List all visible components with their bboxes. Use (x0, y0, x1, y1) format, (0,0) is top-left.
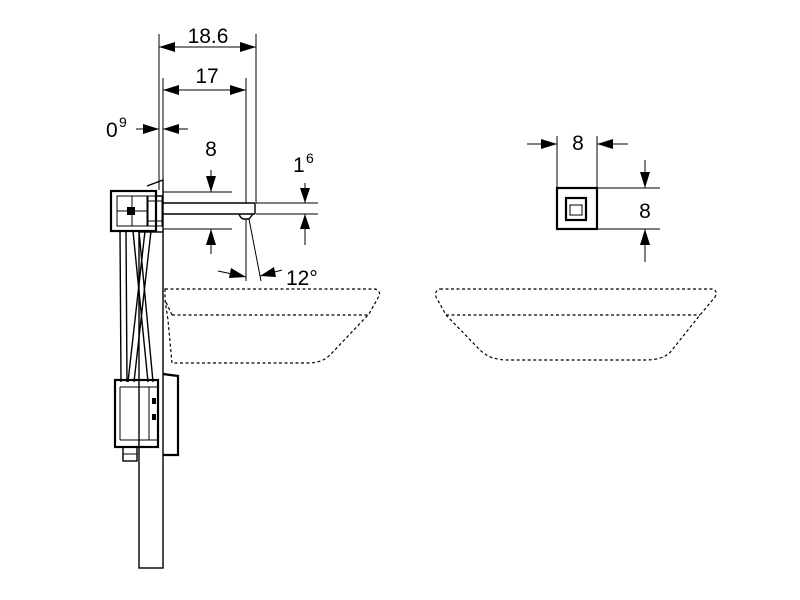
connection-cables (119, 230, 154, 383)
dimension-front-height: 8 (639, 160, 651, 262)
dim-front-width-label: 8 (572, 132, 584, 155)
front-view: 8 8 (434, 132, 717, 361)
dimension-angle: 12° (217, 267, 318, 290)
wall-mounting-box (109, 178, 164, 233)
front-extension-lines (556, 136, 660, 230)
dim-offset-superscript: 9 (119, 114, 127, 130)
extension-lines (158, 34, 318, 230)
dimension-outlet-height: 1 6 (293, 150, 314, 245)
dim-offset-label: 0 (106, 119, 118, 142)
dimension-total-depth: 18.6 (159, 25, 256, 52)
spout (163, 202, 262, 282)
dim-front-height-label: 8 (639, 200, 651, 223)
dimension-front-width: 8 (527, 132, 628, 155)
dim-total-depth-label: 18.6 (188, 25, 229, 48)
dim-outlet-label: 1 (293, 154, 305, 177)
dim-outlet-superscript: 6 (306, 150, 314, 166)
basin-outline (164, 288, 381, 364)
front-spout-square (555, 186, 599, 231)
control-unit-box (113, 372, 180, 462)
dim-spout-height-label: 8 (205, 138, 217, 161)
dim-spout-length-label: 17 (195, 65, 218, 88)
front-basin-outline (434, 288, 717, 361)
side-view: 18.6 17 0 9 8 (106, 25, 381, 569)
dim-angle-label: 12° (286, 267, 318, 290)
dimension-offset: 0 9 (106, 114, 188, 142)
dimension-spout-height: 8 (205, 138, 217, 254)
dimension-spout-length: 17 (163, 65, 246, 95)
